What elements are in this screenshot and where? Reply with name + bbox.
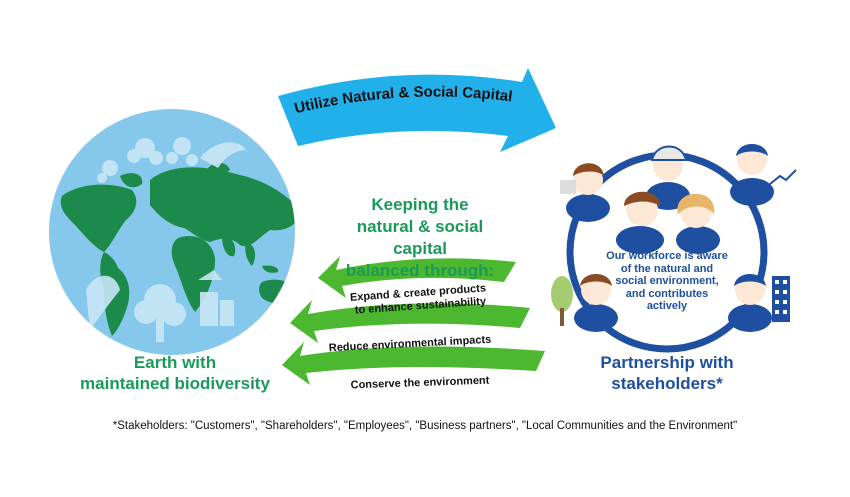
utilize-capital-arrow xyxy=(278,68,556,152)
earth-caption-line: maintained biodiversity xyxy=(80,374,270,393)
person-icon xyxy=(616,191,664,254)
earth-caption-line: Earth with xyxy=(133,353,217,372)
center-title: Keeping the natural & social capital bal… xyxy=(330,194,510,282)
person-icon xyxy=(728,274,772,332)
workforce-line: Our workforce is aware xyxy=(606,250,728,262)
person-icon xyxy=(560,163,610,222)
earth-caption: Earth with maintained biodiversity xyxy=(55,352,295,394)
stakeholders-footnote: *Stakeholders: "Customers", "Shareholder… xyxy=(112,420,738,432)
action-label-conserve: Conserve the environment xyxy=(350,375,489,392)
center-title-line: natural & social capital xyxy=(356,217,484,258)
partnership-caption: Partnership with stakeholders* xyxy=(572,352,762,394)
partnership-caption-line: stakeholders* xyxy=(611,374,723,393)
earth-globe-icon xyxy=(49,109,295,355)
center-title-line: Keeping the xyxy=(371,195,469,214)
person-icon xyxy=(676,193,720,254)
center-title-line: balanced through: xyxy=(345,261,495,280)
person-icon xyxy=(730,144,797,206)
workforce-line: and contributes xyxy=(625,287,709,300)
partnership-caption-line: Partnership with xyxy=(600,353,734,372)
workforce-line: social environment, xyxy=(615,275,719,287)
green-arrows xyxy=(282,256,545,385)
tree-icon xyxy=(551,276,573,326)
workforce-text: Our workforce is aware of the natural an… xyxy=(604,250,730,313)
person-icon xyxy=(574,274,618,332)
workforce-line: of the natural and xyxy=(620,262,714,275)
workforce-line: actively xyxy=(646,300,688,312)
building-icon xyxy=(772,276,790,322)
